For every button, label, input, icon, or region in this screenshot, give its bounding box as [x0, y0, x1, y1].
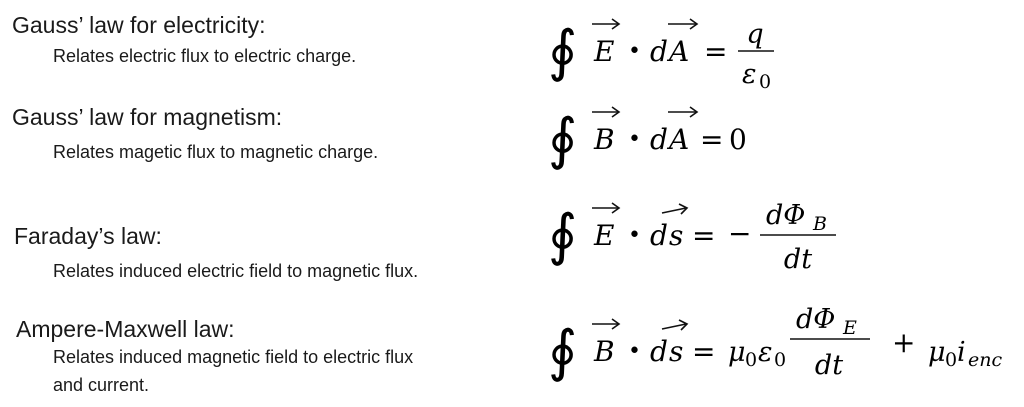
- equals-sign: =: [704, 35, 727, 68]
- equation-ampere-maxwell: ∮ B • d s = μ 0 ε 0 dΦ E dt + μ 0 i enc: [548, 294, 1022, 398]
- fraction-numerator-subscript: B: [812, 213, 827, 235]
- law-title-gauss-magnetism: Gauss’ law for magnetism:: [12, 104, 283, 130]
- vector-arrow-icon: [592, 106, 621, 118]
- field-symbol: B: [593, 123, 615, 156]
- permeability-symbol: μ: [928, 337, 946, 368]
- equation-gauss-magnetism: ∮ B • d A = 0: [548, 96, 788, 182]
- vector-arrow-icon: [592, 18, 621, 30]
- differential-d: d: [650, 123, 668, 156]
- dot-operator: •: [628, 39, 641, 64]
- vector-arrow-icon: [592, 202, 621, 214]
- area-element-symbol: A: [666, 123, 689, 156]
- line-element-symbol: s: [669, 219, 683, 252]
- fraction-denominator: dt: [784, 244, 812, 275]
- vector-arrow-icon: [668, 106, 699, 118]
- law-title-gauss-electricity: Gauss’ law for electricity:: [12, 12, 266, 38]
- fraction-numerator-subscript: E: [842, 317, 857, 339]
- current-symbol: i: [957, 337, 966, 368]
- differential-d: d: [650, 219, 668, 252]
- equals-sign: =: [692, 335, 715, 368]
- fraction-numerator: q: [746, 19, 763, 50]
- law-title-faraday: Faraday’s law:: [14, 223, 162, 249]
- permittivity-symbol: ε: [758, 337, 773, 368]
- field-symbol: B: [593, 335, 615, 368]
- differential-d: d: [650, 35, 668, 68]
- law-description-ampere-maxwell-line2: and current.: [53, 375, 150, 395]
- plus-sign: +: [892, 326, 915, 359]
- minus-sign: −: [728, 217, 751, 250]
- equals-sign: =: [700, 123, 723, 156]
- field-symbol: E: [593, 219, 614, 252]
- field-symbol: E: [593, 35, 614, 68]
- equation-gauss-electricity: ∮ E • d A = q ε 0: [548, 8, 808, 94]
- fraction-denominator: dt: [815, 350, 843, 381]
- fraction-numerator: dΦ: [796, 304, 835, 335]
- contour-integral-symbol: ∮: [548, 107, 577, 172]
- fraction-denominator: ε: [742, 59, 757, 90]
- vector-arrow-icon: [661, 319, 689, 331]
- permeability-symbol: μ: [728, 337, 746, 368]
- contour-integral-symbol: ∮: [548, 319, 577, 384]
- fraction-denominator-subscript: 0: [759, 71, 771, 93]
- differential-d: d: [650, 335, 668, 368]
- line-element-symbol: s: [669, 335, 683, 368]
- law-title-ampere-maxwell: Ampere-Maxwell law:: [16, 316, 235, 342]
- law-description-faraday: Relates induced electric field to magnet…: [53, 261, 419, 281]
- contour-integral-symbol: ∮: [548, 19, 577, 84]
- equation-faraday: ∮ E • d s = − dΦ B dt: [548, 188, 848, 282]
- dot-operator: •: [628, 223, 641, 248]
- contour-integral-symbol: ∮: [548, 203, 577, 268]
- area-element-symbol: A: [666, 35, 689, 68]
- fraction-numerator: dΦ: [766, 200, 805, 231]
- dot-operator: •: [628, 127, 641, 152]
- vector-arrow-icon: [668, 18, 699, 30]
- vector-arrow-icon: [592, 318, 621, 330]
- law-description-ampere-maxwell-line1: Relates induced magnetic field to electr…: [53, 347, 414, 367]
- permeability-subscript: 0: [745, 349, 757, 371]
- dot-operator: •: [628, 339, 641, 364]
- permeability-subscript: 0: [945, 349, 957, 371]
- law-description-gauss-electricity: Relates electric flux to electric charge…: [53, 46, 357, 66]
- rhs-value: 0: [729, 123, 747, 156]
- current-subscript: enc: [968, 349, 1002, 371]
- law-description-gauss-magnetism: Relates magetic flux to magnetic charge.: [53, 142, 379, 162]
- equals-sign: =: [692, 219, 715, 252]
- permittivity-subscript: 0: [774, 349, 786, 371]
- vector-arrow-icon: [661, 203, 689, 215]
